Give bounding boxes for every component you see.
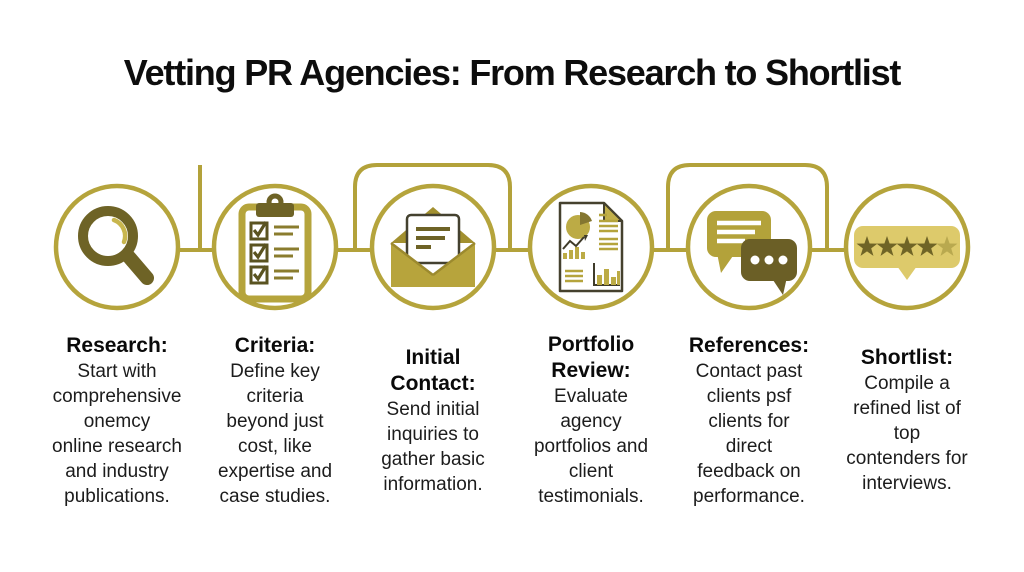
step-node-references — [670, 137, 828, 312]
step-node-portfolio-review — [512, 137, 670, 312]
step-text-criteria: Criteria: Define key criteria beyond jus… — [196, 332, 354, 509]
step-node-criteria — [196, 137, 354, 312]
checkmark — [252, 243, 268, 261]
pie-slice — [580, 212, 592, 226]
bar-chart — [593, 263, 620, 287]
checklist-row-1 — [249, 221, 299, 241]
step-text-research: Research: Start with comprehensive onemc… — [38, 332, 196, 509]
trend-chart — [562, 235, 588, 260]
step-body: Start with comprehensive onemcy online r… — [52, 360, 182, 507]
loop-connector-over-step3 — [353, 163, 512, 251]
clipboard-clip — [256, 203, 294, 218]
envelope-icon — [369, 184, 497, 311]
step-heading: Shortlist: — [860, 346, 954, 370]
trend-arrow-head — [584, 235, 588, 242]
report-document-icon — [527, 184, 655, 311]
step-text-initial-contact: Initial Contact: Send initial inquiries … — [354, 332, 512, 509]
checkmark — [252, 221, 268, 239]
star-rating-icon — [843, 184, 971, 311]
step-heading: References: — [688, 333, 810, 357]
process-band — [0, 137, 1024, 322]
step-descriptions: Research: Start with comprehensive onemc… — [0, 332, 1024, 509]
step-circle — [53, 184, 181, 311]
page-title: Vetting PR Agencies: From Research to Sh… — [123, 52, 902, 93]
step-node-initial-contact — [354, 137, 512, 312]
step-text-shortlist: Shortlist: Compile a refined list of top… — [828, 332, 986, 509]
step-heading: Portfolio Review: — [547, 333, 635, 383]
clipboard-checklist-icon — [211, 184, 339, 311]
lens-highlight — [111, 218, 128, 245]
step-text-portfolio-review: Portfolio Review: Evaluate agency portfo… — [512, 332, 670, 509]
envelope-crease — [390, 242, 476, 277]
step-body: Contact past clients psf clients for dir… — [693, 360, 805, 507]
magnifier-icon — [53, 184, 181, 311]
typing-dot — [778, 255, 788, 265]
step-body: Send initial inquiries to gather basic i… — [381, 398, 485, 495]
typing-dot — [750, 255, 760, 265]
checkmark — [252, 265, 268, 283]
envelope-body — [391, 243, 475, 288]
icon-row — [0, 137, 1024, 312]
magnifier-handle — [122, 250, 154, 286]
rating-badge-tail — [897, 266, 917, 281]
step-node-research — [38, 137, 196, 312]
checklist-row-2 — [249, 243, 299, 263]
step-heading: Criteria: — [234, 333, 316, 357]
report-text-lines — [565, 214, 618, 283]
step-heading: Research: — [66, 333, 168, 357]
typing-dot — [764, 255, 774, 265]
step-text-references: References: Contact past clients psf cli… — [670, 332, 828, 509]
checklist-row-3 — [249, 265, 299, 285]
step-node-shortlist — [828, 137, 986, 312]
front-chat-bubble — [741, 239, 797, 296]
trend-arrow-line — [562, 236, 585, 251]
step-heading: Initial Contact: — [390, 345, 476, 395]
step-body: Define key criteria beyond just cost, li… — [217, 360, 333, 507]
step-body: Compile a refined list of top contenders… — [846, 373, 968, 495]
chat-bubbles-icon — [685, 184, 813, 311]
step-body: Evaluate agency portfolios and client te… — [533, 386, 649, 508]
loop-connector-over-step5 — [666, 163, 829, 251]
magnifier-lens — [78, 206, 138, 267]
